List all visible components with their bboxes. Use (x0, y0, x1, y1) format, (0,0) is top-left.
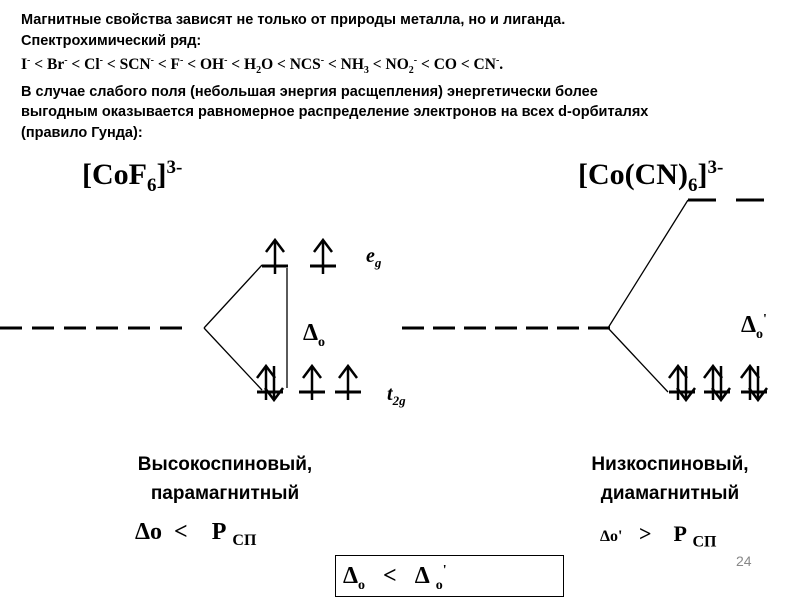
right-complex-formula: [Co(CN)6]3- (578, 157, 724, 196)
left-eg-orbital-electron-up-head (313, 237, 333, 253)
ligand: Br- (46, 55, 68, 74)
ligand: NCS- (289, 55, 325, 74)
left-t2g-orbital-electron-up-head (256, 363, 276, 379)
left-complex-formula: [CoF6]3- (82, 157, 183, 196)
eg-label: eg (366, 245, 382, 270)
left-t2g-orbital-electron-down-head (264, 387, 284, 403)
ligand: OH- (199, 55, 228, 74)
series-separator: < (324, 56, 341, 74)
comparison-formula: Δo < Δ o' (343, 563, 447, 593)
intro-line-5: выгодным оказывается равномерное распред… (21, 104, 649, 121)
series-separator: < (67, 56, 85, 74)
right-t2g-orbital-electron-down-head (748, 387, 768, 403)
left-caption: Высокоспиновый, парамагнитный (100, 450, 350, 508)
right-t2g-orbital-electron-up-head (668, 363, 688, 379)
comparison-box (335, 555, 564, 597)
series-separator: < (227, 56, 244, 74)
series-separator: < (417, 56, 434, 74)
left-split-line-down (203, 327, 263, 391)
right-formula: Δo' > P СП (600, 521, 717, 551)
delta-o-label: Δo (303, 320, 326, 350)
right-t2g-orbital-electron-down-head (711, 387, 731, 403)
ligand: CO (433, 56, 457, 74)
delta-o-prime-label: Δo' (741, 312, 767, 342)
page-number: 24 (736, 553, 752, 569)
ligand: H2O (244, 56, 274, 77)
right-t2g-orbital-electron-down-head (676, 387, 696, 403)
series-separator: < (368, 56, 386, 74)
right-t2g-orbital-electron-up-head (703, 363, 723, 379)
left-t2g-orbital-electron-up-head (338, 363, 358, 379)
right-caption-line-2: диамагнитный (600, 483, 740, 504)
left-split-line-up (203, 264, 263, 329)
left-splitting-diagram (0, 237, 361, 403)
left-eg-orbital-electron-up-head (265, 237, 285, 253)
series-separator: < (273, 56, 290, 74)
right-splitting-diagram (402, 198, 768, 403)
series-separator: < (456, 56, 474, 74)
left-caption-line-1: Высокоспиновый, (137, 454, 313, 475)
left-caption-line-2: парамагнитный (150, 483, 300, 504)
intro-line-2: Спектрохимический ряд: (21, 32, 202, 49)
intro-line-1: Магнитные свойства зависят не только от … (21, 12, 566, 28)
ligand: NH3 (340, 56, 369, 77)
left-t2g-orbital-electron-up-head (302, 363, 322, 379)
right-split-line-up (607, 199, 689, 329)
series-separator: < (153, 56, 171, 74)
intro-line-4: В случае слабого поля (небольшая энергия… (21, 83, 598, 100)
ligand: Cl- (84, 55, 103, 74)
series-separator: < (183, 56, 200, 74)
spectrochemical-series: I- < Br- < Cl- < SCN- < F- < OH- < H2O <… (21, 51, 796, 82)
ligand: CN-. (473, 55, 504, 74)
right-t2g-orbital-electron-up-head (740, 363, 760, 379)
ligand: NO2- (385, 55, 418, 77)
ligand: SCN- (119, 55, 154, 74)
ligand: I- (21, 55, 31, 74)
t2g-label: t2g (387, 383, 406, 408)
right-caption-line-1: Низкоспиновый, (591, 454, 749, 475)
intro-text: Магнитные свойства зависят не только от … (21, 10, 796, 143)
series-separator: < (30, 56, 47, 74)
intro-line-6: (правило Гунда): (21, 124, 143, 141)
right-split-line-down (607, 327, 669, 393)
left-formula: Δo < P СП (135, 519, 257, 549)
ligand: F- (170, 55, 184, 74)
series-separator: < (102, 56, 120, 74)
right-caption: Низкоспиновый, диамагнитный (550, 450, 790, 508)
